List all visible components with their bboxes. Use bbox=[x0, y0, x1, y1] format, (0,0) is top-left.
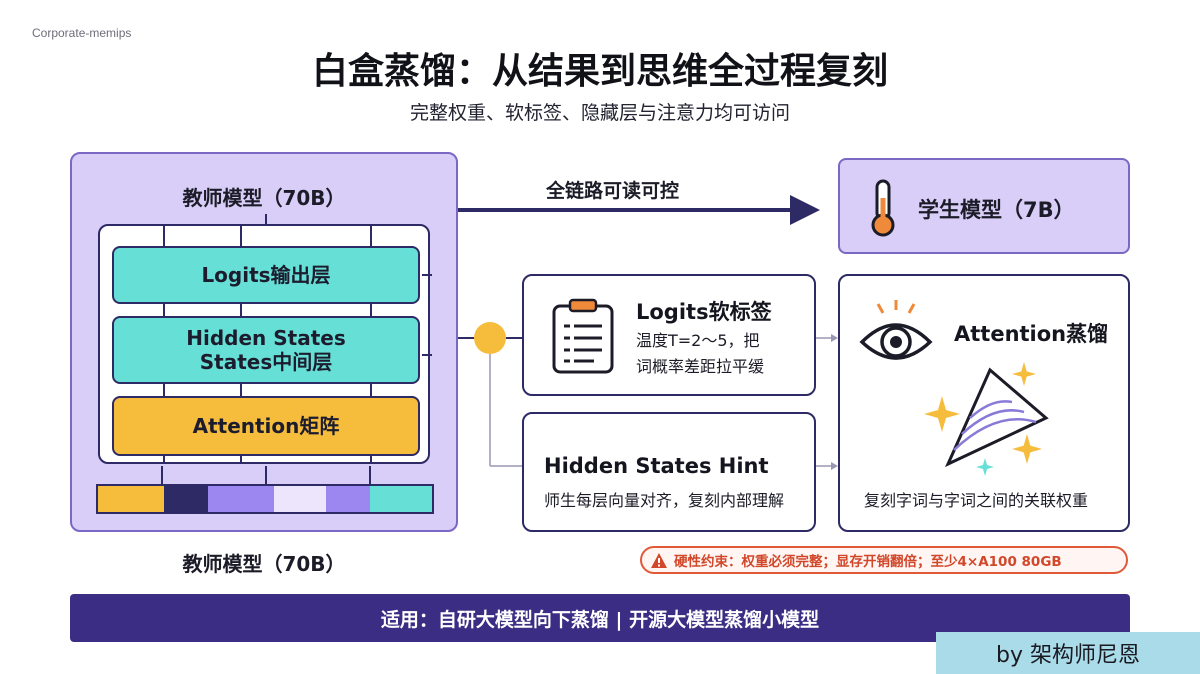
layer-stack: Logits输出层 Hidden States States中间层 Attent… bbox=[98, 224, 432, 464]
student-label: 学生模型（7B） bbox=[918, 198, 1075, 222]
hidden-states-card: Hidden States Hint 师生每层向量对齐，复刻内部理解 bbox=[522, 412, 816, 532]
attention-cone-icon bbox=[944, 367, 1049, 468]
eye-icon bbox=[859, 300, 933, 360]
footer-text: 适用：自研大模型向下蒸馏 | 开源大模型蒸馏小模型 bbox=[380, 608, 820, 631]
sparkle-icon bbox=[924, 396, 960, 432]
side-tick bbox=[422, 274, 432, 276]
hidden-states-card-title: Hidden States Hint bbox=[544, 454, 769, 478]
arrow-label: 全链路可读可控 bbox=[546, 180, 680, 202]
bottom-connector bbox=[369, 466, 371, 484]
main-arrow-head bbox=[790, 195, 820, 225]
colorbar-segment bbox=[98, 486, 164, 512]
logits-card-title: Logits软标签 bbox=[636, 300, 772, 324]
hidden-states-layer-label: Hidden States States中间层 bbox=[186, 326, 346, 374]
colorbar-segment bbox=[326, 486, 370, 512]
hidden-states-card-text: 师生每层向量对齐，复刻内部理解 bbox=[544, 491, 785, 510]
hidden-states-layer: Hidden States States中间层 bbox=[112, 316, 420, 384]
sparkle-icon bbox=[976, 458, 994, 476]
logits-layer-label: Logits输出层 bbox=[201, 263, 331, 287]
side-tick bbox=[422, 354, 432, 356]
hidden-to-attn-head bbox=[831, 462, 838, 470]
bottom-connector bbox=[161, 466, 163, 484]
footer-banner: 适用：自研大模型向下蒸馏 | 开源大模型蒸馏小模型 bbox=[70, 594, 1130, 642]
top-tick bbox=[265, 214, 267, 226]
thermometer-icon bbox=[871, 179, 895, 237]
logits-card-text: 温度T=2～5，把 词概率差距拉平缓 bbox=[636, 331, 765, 377]
attention-card-title: Attention蒸馏 bbox=[954, 322, 1109, 346]
colorbar-segment bbox=[164, 486, 208, 512]
constraint-text: 硬性约束：权重必须完整；显存开销翻倍；至少4×A100 80GB bbox=[674, 554, 1062, 570]
watermark: Corporate-memips bbox=[32, 26, 132, 40]
attention-card: Attention蒸馏 复刻字词与字词之间的关联权重 bbox=[838, 274, 1130, 532]
teacher-title: 教师模型（70B） bbox=[182, 186, 346, 210]
teacher-caption: 教师模型（70B） bbox=[182, 552, 346, 576]
attention-layer: Attention矩阵 bbox=[112, 396, 420, 456]
logits-card: Logits软标签 温度T=2～5，把 词概率差距拉平缓 bbox=[522, 274, 816, 396]
page-title: 白盒蒸馏：从结果到思维全过程复刻 bbox=[311, 51, 888, 92]
logits-layer: Logits输出层 bbox=[112, 246, 420, 304]
warning-icon bbox=[651, 552, 667, 568]
clipboard-icon bbox=[552, 298, 614, 374]
constraint-badge: 硬性约束：权重必须完整；显存开销翻倍；至少4×A100 80GB bbox=[640, 546, 1128, 574]
connector-hub bbox=[474, 322, 506, 354]
sparkle-icon bbox=[1012, 362, 1036, 386]
weight-color-bar bbox=[96, 484, 434, 514]
logits-to-attn-head bbox=[831, 334, 838, 342]
page-subtitle: 完整权重、软标签、隐藏层与注意力均可访问 bbox=[409, 102, 790, 124]
bottom-connector bbox=[265, 466, 267, 484]
colorbar-segment bbox=[274, 486, 326, 512]
attention-layer-label: Attention矩阵 bbox=[192, 414, 340, 438]
colorbar-segment bbox=[370, 486, 432, 512]
sparkle-icon bbox=[1012, 434, 1042, 464]
attention-card-text: 复刻字词与字词之间的关联权重 bbox=[864, 491, 1089, 510]
teacher-panel: 教师模型（70B） Logits输出层 Hidden States States… bbox=[70, 152, 458, 532]
student-box: 学生模型（7B） bbox=[838, 158, 1130, 254]
author-byline: by 架构师尼恩 bbox=[936, 632, 1200, 674]
colorbar-segment bbox=[208, 486, 274, 512]
